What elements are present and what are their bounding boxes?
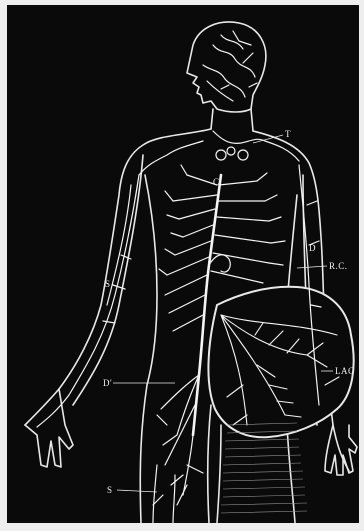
leg-inner [208, 405, 221, 523]
anatomical-plate: T C D R.C. LAC S D' S [7, 5, 359, 523]
label-s-lower: S [107, 485, 113, 495]
label-d-lower: D' [103, 378, 112, 388]
lymphatic-system-illustration [7, 5, 359, 523]
head-outline [187, 22, 266, 112]
label-lac: LAC [335, 366, 355, 376]
label-s-arm: S [105, 279, 111, 289]
label-d-right: D [309, 243, 316, 253]
label-rc: R.C. [329, 261, 348, 271]
lymph-vessel-network [37, 31, 321, 523]
torso-left-side [140, 175, 157, 523]
label-c: C [213, 177, 220, 187]
label-t: T [285, 129, 291, 139]
right-hand-outline [325, 425, 357, 475]
leg-right [287, 425, 295, 523]
